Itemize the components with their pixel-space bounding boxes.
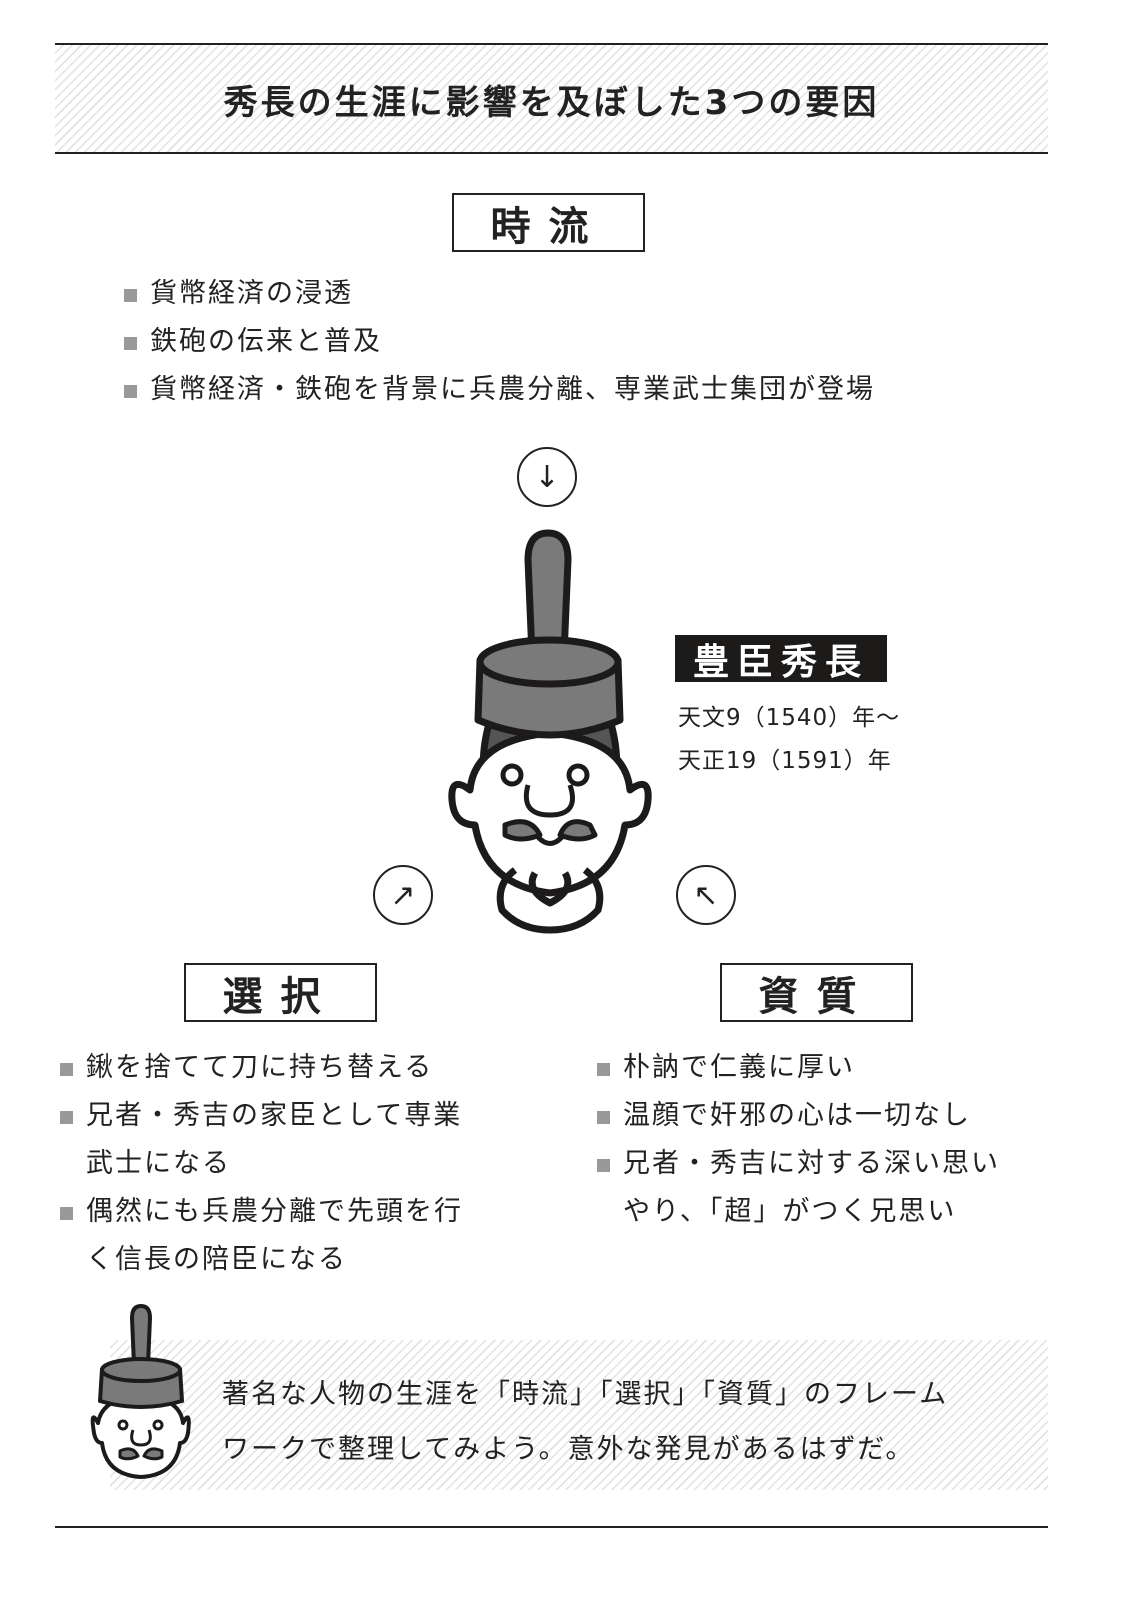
hidenaga-illustration (448, 529, 652, 934)
top-rule (55, 43, 1048, 45)
list-item: 貨幣経済の浸透 (124, 270, 875, 318)
birth-date: 天文9（1540）年〜 (678, 705, 901, 731)
small-hidenaga-illustration (90, 1304, 191, 1479)
arrow-down-icon: ↓ (517, 447, 577, 507)
list-item: 鍬を捨てて刀に持ち替える (60, 1044, 463, 1092)
note-band (110, 1340, 1048, 1490)
list-item: 朴訥で仁義に厚い (597, 1044, 1000, 1092)
title-rule (55, 152, 1048, 154)
list-item: 偶然にも兵農分離で先頭を行 (60, 1188, 463, 1236)
death-date: 天正19（1591）年 (678, 748, 892, 774)
bottom-rule (55, 1526, 1048, 1528)
arrow-up-left-icon: ↖ (676, 865, 736, 925)
jiryu-list: 貨幣経済の浸透 鉄砲の伝来と普及 貨幣経済・鉄砲を背景に兵農分離、専業武士集団が… (124, 270, 875, 414)
list-item: 貨幣経済・鉄砲を背景に兵農分離、専業武士集団が登場 (124, 366, 875, 414)
arrow-up-right-icon: ↗ (373, 865, 433, 925)
list-item-continued: 武士になる (86, 1148, 231, 1179)
section-label-shishitsu: 資質 (720, 963, 913, 1022)
list-item: 鉄砲の伝来と普及 (124, 318, 875, 366)
sentaku-list: 鍬を捨てて刀に持ち替える 兄者・秀吉の家臣として専業 武士になる 偶然にも兵農分… (60, 1044, 463, 1284)
section-label-sentaku: 選択 (184, 963, 377, 1022)
list-item-continued: く信長の陪臣になる (86, 1244, 347, 1275)
list-item: 温顔で奸邪の心は一切なし (597, 1092, 1000, 1140)
note-line-1: 著名な人物の生涯を「時流」「選択」「資質」のフレーム (222, 1379, 949, 1410)
person-name: 豊臣秀長 (675, 635, 887, 683)
section-label-jiryu: 時流 (452, 193, 645, 252)
shishitsu-list: 朴訥で仁義に厚い 温顔で奸邪の心は一切なし 兄者・秀吉に対する深い思い やり、「… (597, 1044, 1000, 1236)
list-item: 兄者・秀吉に対する深い思い (597, 1140, 1000, 1188)
page-title: 秀長の生涯に影響を及ぼした3つの要因 (223, 82, 880, 123)
list-item: 兄者・秀吉の家臣として専業 (60, 1092, 463, 1140)
title-band: 秀長の生涯に影響を及ぼした3つの要因 (55, 45, 1048, 153)
list-item-continued: やり、「超」がつく兄思い (623, 1196, 957, 1227)
note-line-2: ワークで整理してみよう。意外な発見があるはずだ。 (222, 1434, 915, 1465)
